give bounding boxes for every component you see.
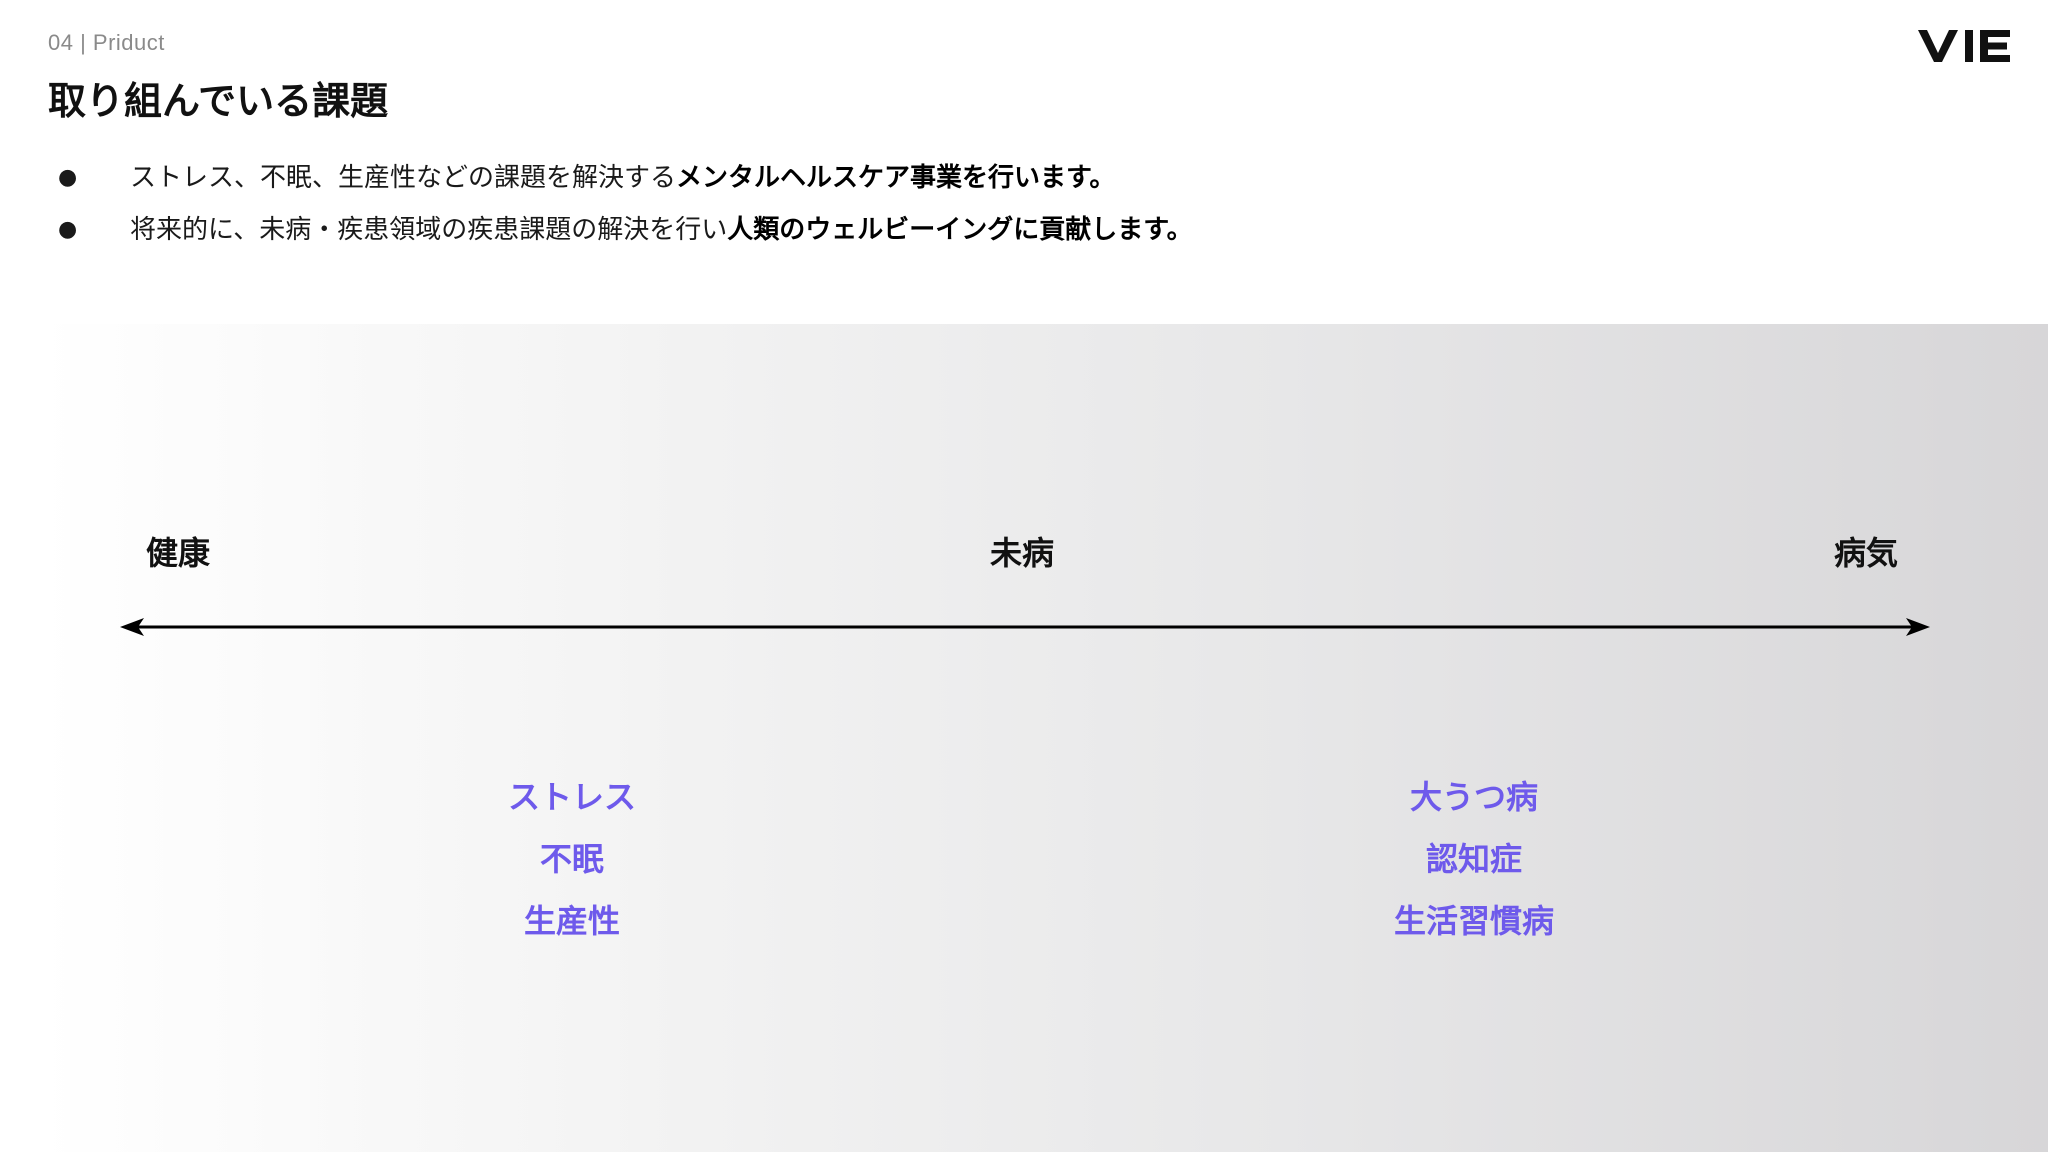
disease-issue-list: 大うつ病 認知症 生活習慣病 [1314, 772, 1634, 958]
issue-item-insomnia: 不眠 [539, 840, 604, 878]
issue-item-major-depression: 大うつ病 [1409, 778, 1538, 816]
mental-health-issue-list: ストレス 不眠 生産性 [412, 772, 732, 958]
health-spectrum-axis [120, 618, 1930, 636]
label-disease: 病気 [1834, 534, 1899, 572]
issue-item-lifestyle-disease: 生活習慣病 [1393, 902, 1554, 940]
bullet-regular-text: 将来的に、未病・疾患領域の疾患課題の解決を行い [130, 215, 728, 245]
issue-item-productivity: 生産性 [523, 902, 620, 940]
bullet-regular-text: ストレス、不眠、生産性などの課題を解決する [130, 163, 677, 193]
bullet-text: ストレス、不眠、生産性などの課題を解決するメンタルヘルスケア事業を行います。 [130, 158, 1115, 198]
breadcrumb: 04 | Priduct [48, 30, 165, 55]
bullet-emphasis-text: メンタルヘルスケア事業を行います。 [676, 163, 1116, 193]
vie-logo [1918, 30, 2010, 62]
bullet-marker: ● [58, 217, 78, 242]
right-arrowhead [1906, 618, 1930, 636]
bullet-emphasis-text: 人類のウェルビーイングに貢献します。 [727, 215, 1193, 245]
label-pre-disease: 未病 [990, 534, 1055, 572]
left-arrowhead [120, 618, 144, 636]
page-title: 取り組んでいる課題 [48, 79, 389, 123]
issue-item-stress: ストレス [507, 778, 636, 816]
bullet-text: 将来的に、未病・疾患領域の疾患課題の解決を行い人類のウェルビーイングに貢献します… [130, 210, 1193, 250]
health-spectrum-panel [40, 324, 2048, 1152]
issue-item-dementia: 認知症 [1425, 840, 1522, 878]
bullet-marker: ● [58, 165, 78, 190]
label-health: 健康 [146, 534, 211, 572]
